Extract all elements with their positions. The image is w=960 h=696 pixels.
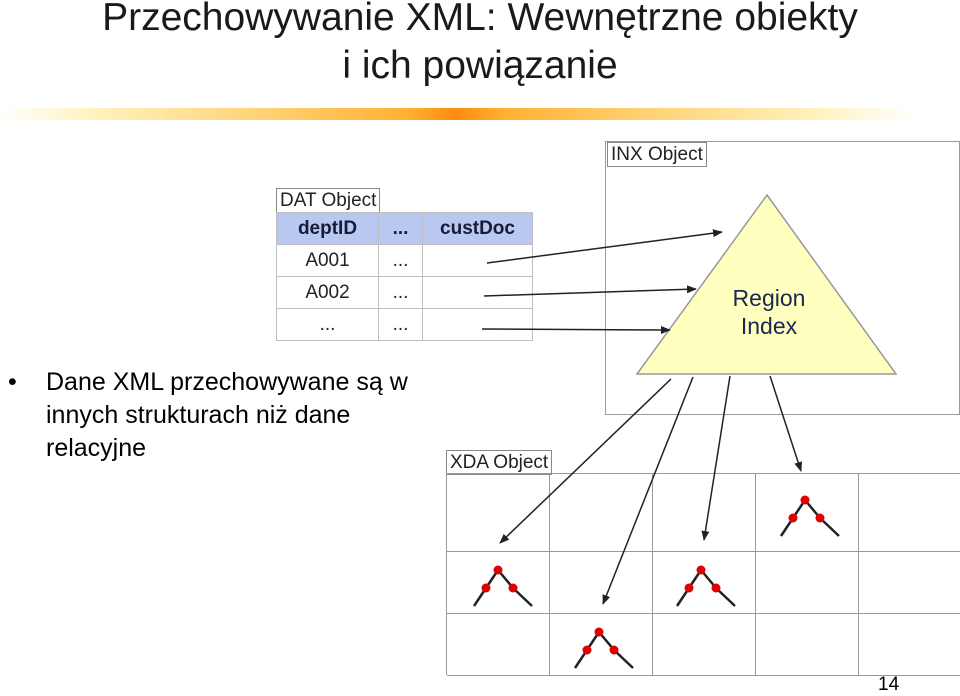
xda-cell — [653, 552, 756, 614]
arrow-index-to-xda-1 — [499, 378, 672, 544]
inx-object-label: INX Object — [607, 142, 707, 167]
xml-tree-icon — [472, 565, 533, 607]
table-cell: ... — [378, 244, 423, 277]
xda-cell — [859, 552, 960, 614]
xda-cell — [550, 474, 653, 552]
table-row: A001 ... — [276, 244, 533, 277]
region-label-line-2: Index — [740, 313, 798, 339]
dat-object-table: deptID ... custDoc A001 ... A002 ... ...… — [276, 212, 533, 341]
xda-cell — [756, 474, 859, 552]
column-header: custDoc — [422, 212, 533, 245]
xda-cell — [859, 614, 960, 676]
table-cell — [422, 308, 533, 341]
arrow-a002-to-index — [483, 285, 697, 297]
bullet-text: Dane XML przechowywane są w innych struk… — [46, 368, 408, 462]
table-cell: A002 — [276, 276, 379, 309]
xda-cell — [653, 474, 756, 552]
xda-cell — [447, 474, 550, 552]
xda-cell — [653, 614, 756, 676]
slide-title: Przechowywanie XML: Wewnętrzne obiekty i… — [0, 0, 960, 90]
xda-cell — [859, 474, 960, 552]
xda-cell — [447, 552, 550, 614]
xda-cell — [550, 614, 653, 676]
arrow-index-to-xda-3 — [701, 375, 731, 541]
xda-cell — [756, 552, 859, 614]
table-cell: ... — [276, 308, 379, 341]
title-line-2: i ich powiązanie — [342, 44, 618, 87]
arrow-index-to-xda-2 — [602, 376, 694, 605]
title-line-1: Przechowywanie XML: Wewnętrzne obiekty — [102, 0, 858, 39]
xda-cell — [756, 614, 859, 676]
xda-cell — [447, 614, 550, 676]
xml-tree-icon — [675, 565, 736, 607]
bullet-dot-icon: • — [8, 368, 17, 396]
table-row: ... ... — [276, 308, 533, 341]
arrow-a001-to-index — [486, 229, 723, 264]
arrow-index-to-xda-4 — [769, 375, 803, 472]
xml-tree-icon — [779, 495, 840, 537]
region-index-label: Region Index — [712, 284, 826, 340]
xda-object-grid — [446, 473, 960, 676]
column-header: deptID — [276, 212, 379, 245]
region-label-line-1: Region — [732, 285, 806, 311]
page-number: 14 — [878, 674, 900, 695]
column-header: ... — [378, 212, 423, 245]
dat-object-label: DAT Object — [276, 188, 381, 214]
arrow-row3-to-index — [481, 325, 671, 334]
xda-object-label: XDA Object — [446, 450, 553, 475]
xml-tree-icon — [573, 627, 634, 669]
region-index-triangle — [635, 193, 898, 375]
table-header-row: deptID ... custDoc — [276, 212, 533, 245]
table-cell: ... — [378, 308, 423, 341]
xda-cell — [550, 552, 653, 614]
title-underline-bar — [0, 108, 912, 120]
table-cell — [422, 276, 533, 309]
